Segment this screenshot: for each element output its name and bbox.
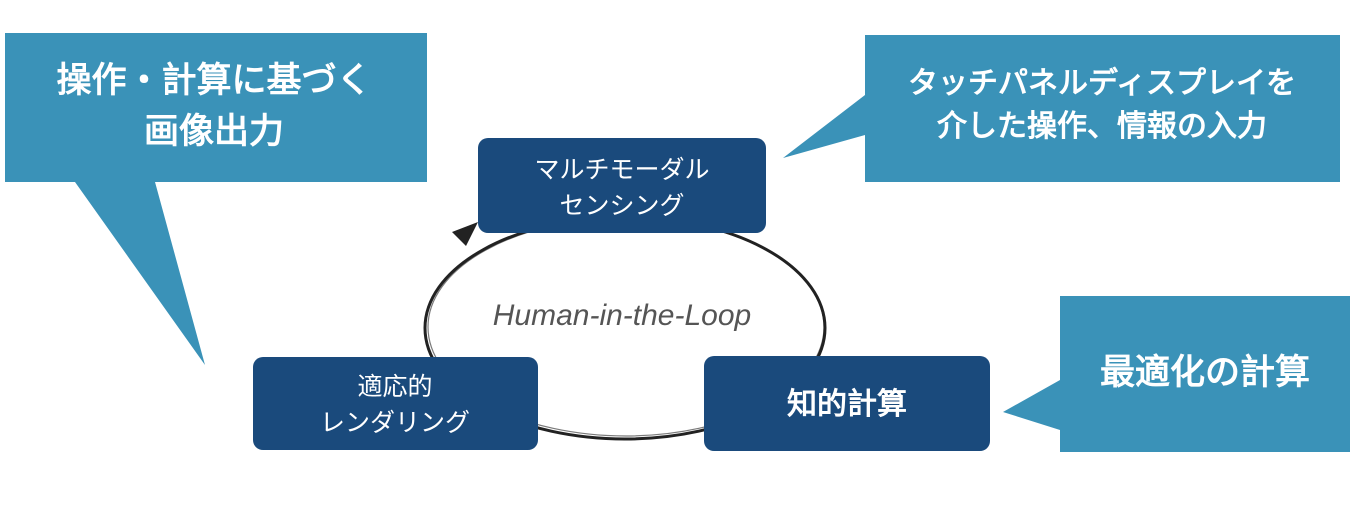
node-sensing-box [478, 138, 766, 233]
node-rendering-box [253, 357, 538, 450]
callout-optimization-line-1: 最適化の計算 [1100, 353, 1310, 393]
callout-output: 操作・計算に基づく 画像出力 [5, 33, 427, 365]
node-rendering-line-1: 適応的 [357, 372, 432, 401]
callout-output-line-2: 画像出力 [144, 112, 284, 152]
callout-optimization: 最適化の計算 [1003, 296, 1350, 452]
callout-input-line-2: 介した操作、情報の入力 [936, 109, 1267, 144]
callout-optimization-shape [1003, 296, 1350, 452]
node-sensing-line-1: マルチモーダル [534, 155, 709, 184]
node-computing-box [704, 356, 990, 451]
callout-input-line-1: タッチパネルディスプレイを [908, 66, 1296, 101]
loop-label: Human-in-the-Loop [493, 299, 751, 332]
node-sensing-line-2: センシング [559, 191, 684, 220]
callout-input: タッチパネルディスプレイを 介した操作、情報の入力 [783, 35, 1340, 182]
callout-output-shape [5, 33, 427, 365]
node-rendering-line-2: レンダリング [320, 408, 470, 437]
loop-arrowhead-icon [452, 222, 478, 246]
node-computing: 知的計算 [704, 356, 990, 451]
node-computing-line-1: 知的計算 [787, 387, 907, 422]
callout-input-shape [783, 35, 1340, 182]
callout-output-line-1: 操作・計算に基づく [56, 61, 371, 101]
node-sensing: マルチモーダル センシング [478, 138, 766, 233]
node-rendering: 適応的 レンダリング [253, 357, 538, 450]
